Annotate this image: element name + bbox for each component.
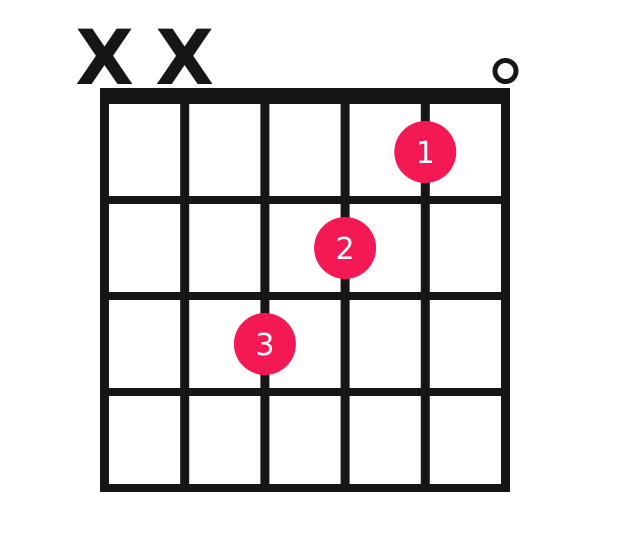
fret-line	[100, 388, 510, 396]
fret-line	[100, 484, 510, 492]
finger-dot	[233, 313, 296, 375]
string-line	[100, 88, 109, 492]
string-line	[420, 88, 430, 492]
string-line	[501, 88, 510, 492]
finger-dot	[314, 217, 377, 279]
finger-dot-label: 3	[255, 328, 274, 363]
open-string-mark	[492, 58, 519, 84]
fret-line	[100, 292, 510, 300]
finger-dot-label: 2	[336, 232, 355, 267]
finger-dot	[394, 121, 457, 183]
string-line	[260, 88, 270, 492]
muted-string-mark: X	[155, 13, 214, 102]
fret-line	[100, 196, 510, 204]
string-line	[340, 88, 350, 492]
finger-dot-label: 1	[416, 136, 435, 171]
nut	[100, 88, 510, 104]
string-line	[180, 88, 190, 492]
muted-string-mark: X	[75, 13, 134, 102]
